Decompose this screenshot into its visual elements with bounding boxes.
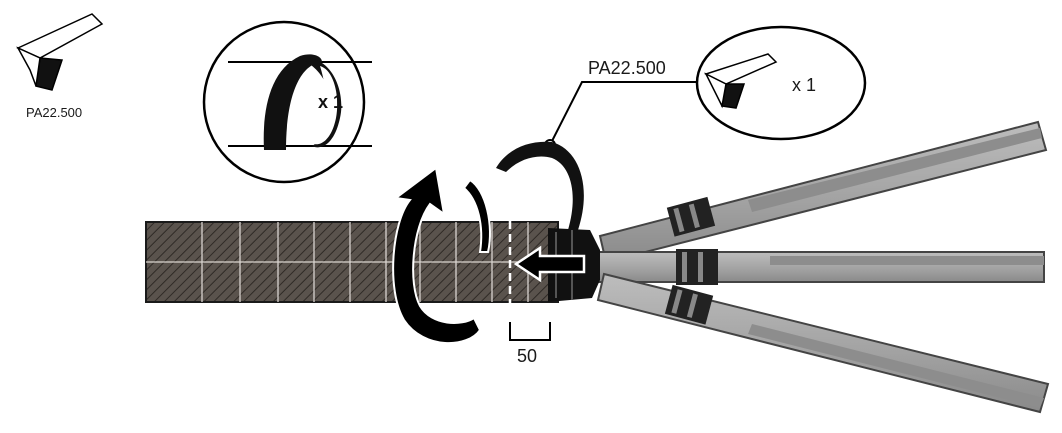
cable-joint [666,196,716,237]
part-label: PA22.500 [588,58,666,78]
rotation-arrow-icon [392,166,491,345]
tape-strip-icon [16,13,104,91]
braided-sleeve [145,221,559,303]
cable-upper [598,120,1048,264]
part-callout: x 1 [695,25,867,141]
tape-strip-icon [704,53,778,109]
push-arrow-icon [513,245,586,283]
corner-part-label: PA22.500 [26,105,82,120]
tape-callout: x 1 [202,20,372,184]
dimension-bracket [509,322,551,341]
cable-lower [596,272,1050,414]
cable-joint [676,249,718,285]
part-qty: x 1 [792,75,816,95]
leader-line [549,81,697,146]
cable-middle [595,249,1045,285]
tape-qty: x 1 [318,92,343,112]
tape-roll-icon [263,54,342,150]
cable-joint [664,284,714,325]
dimension-value: 50 [517,346,537,366]
